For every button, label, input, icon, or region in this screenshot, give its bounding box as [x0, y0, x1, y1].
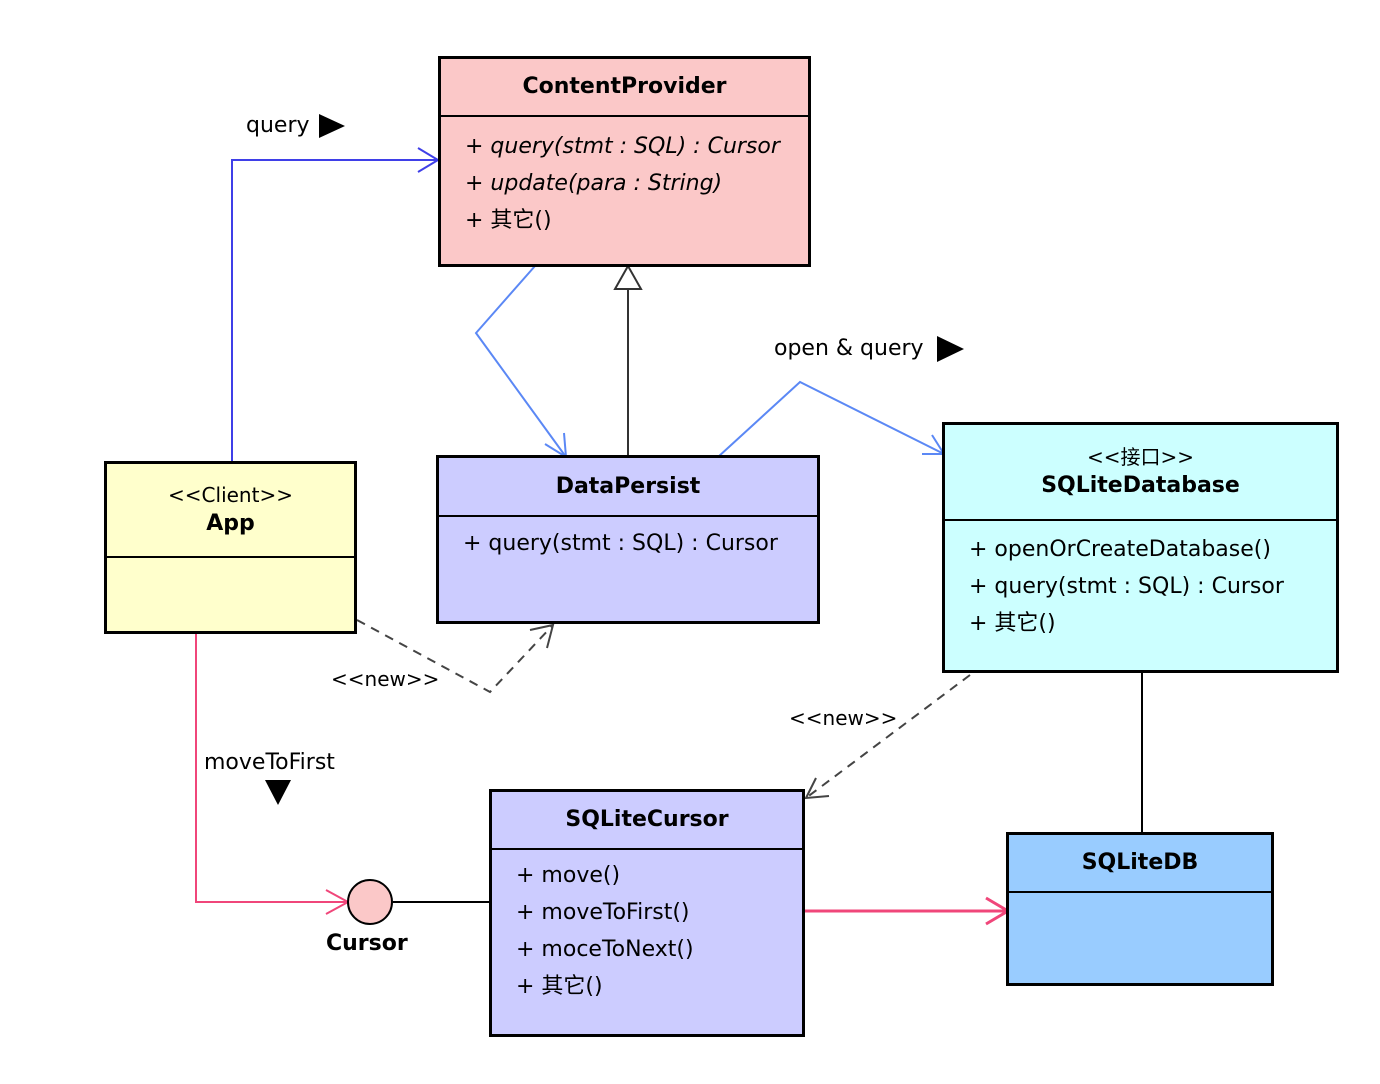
- cursor-interface-circle: [347, 879, 393, 925]
- sqlite-database-op-other: + 其它(): [969, 611, 1056, 636]
- app-new-persist-arrowhead: [529, 623, 555, 649]
- sqlite-cursor-operations: + move() + moveToFirst() + moceToNext() …: [492, 850, 802, 1005]
- sqlite-cursor-op-other: + 其它(): [516, 974, 603, 999]
- app-class: <<Client>> App: [104, 461, 357, 634]
- generalization-triangle: [613, 263, 643, 290]
- open-query-direction-icon: [937, 336, 964, 362]
- data-persist-header: DataPersist: [439, 458, 817, 517]
- content-provider-name: ContentProvider: [522, 74, 727, 99]
- content-provider-op-query: + query(stmt : SQL) : Cursor: [465, 134, 780, 159]
- data-persist-class: DataPersist + query(stmt : SQL) : Cursor: [436, 455, 820, 624]
- query-label: query: [246, 113, 310, 138]
- move-to-first-direction-icon: [265, 780, 291, 805]
- sqlite-database-op-open: + openOrCreateDatabase(): [969, 537, 1271, 562]
- sqlite-cursor-class: SQLiteCursor + move() + moveToFirst() + …: [489, 789, 805, 1037]
- app-header: <<Client>> App: [107, 464, 354, 558]
- sqlite-cursor-name: SQLiteCursor: [565, 807, 729, 832]
- content-provider-class: ContentProvider + query(stmt : SQL) : Cu…: [438, 56, 811, 267]
- sqlite-cursor-op-move: + move(): [516, 863, 621, 888]
- sqlite-cursor-op-move-to-first: + moveToFirst(): [516, 900, 690, 925]
- app-stereotype: <<Client>>: [168, 483, 293, 507]
- sqlite-database-class: <<接口>> SQLiteDatabase + openOrCreateData…: [942, 422, 1339, 673]
- sqlite-cursor-op-move-to-next: + moceToNext(): [516, 937, 694, 962]
- sqlite-database-op-query: + query(stmt : SQL) : Cursor: [969, 574, 1284, 599]
- sqlite-db-class: SQLiteDB: [1006, 832, 1274, 986]
- sqlite-database-stereotype: <<接口>>: [1086, 445, 1195, 469]
- move-to-first-label: moveToFirst: [204, 750, 335, 775]
- sqlite-database-name: SQLiteDatabase: [1041, 473, 1240, 498]
- sqlite-db-name: SQLiteDB: [1081, 850, 1199, 875]
- content-provider-operations: + query(stmt : SQL) : Cursor + update(pa…: [441, 117, 808, 239]
- database-new-cursor-arrowhead: [804, 777, 830, 800]
- cursor-interface-label: Cursor: [326, 931, 408, 956]
- query-direction-icon: [319, 114, 345, 138]
- app-cursor-arrow: [195, 633, 348, 903]
- data-persist-name: DataPersist: [555, 473, 701, 499]
- data-persist-op-query: + query(stmt : SQL) : Cursor: [463, 531, 778, 556]
- app-name: App: [206, 511, 255, 536]
- new-cursor-label: <<new>>: [789, 706, 898, 730]
- data-persist-operations: + query(stmt : SQL) : Cursor: [439, 517, 817, 562]
- content-provider-header: ContentProvider: [441, 59, 808, 117]
- provider-to-persist-arrow: [474, 265, 567, 458]
- sqlite-cursor-header: SQLiteCursor: [492, 792, 802, 850]
- app-new-persist-dependency: [356, 619, 554, 694]
- content-provider-op-other: + 其它(): [465, 208, 552, 233]
- app-query-arrow: [231, 159, 438, 463]
- sqlite-db-header: SQLiteDB: [1009, 835, 1271, 893]
- content-provider-op-update: + update(para : String): [465, 171, 723, 196]
- persist-to-database-arrow: [717, 380, 945, 458]
- database-new-cursor-dependency: [805, 674, 971, 799]
- open-query-label: open & query: [774, 336, 924, 361]
- sqlite-database-operations: + openOrCreateDatabase() + query(stmt : …: [945, 521, 1336, 642]
- new-persist-label: <<new>>: [331, 667, 440, 691]
- sqlite-database-header: <<接口>> SQLiteDatabase: [945, 425, 1336, 521]
